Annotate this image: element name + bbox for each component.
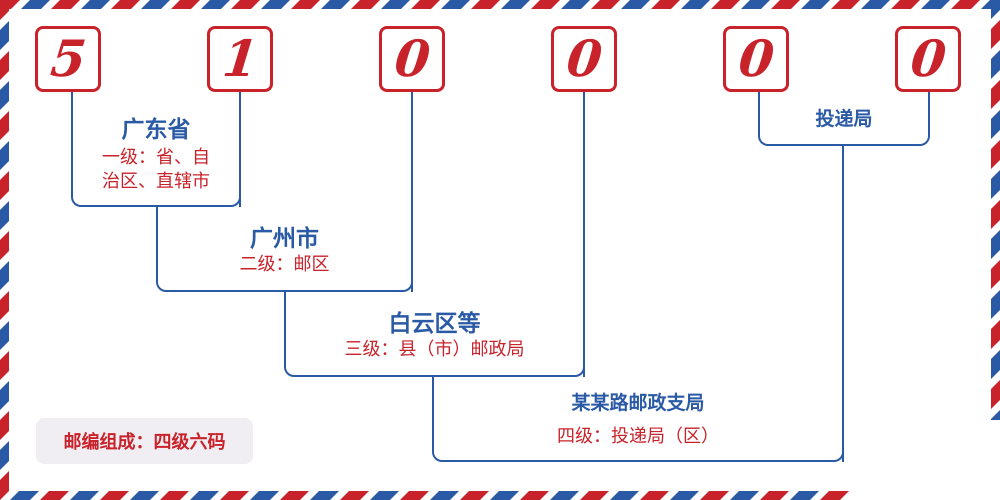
postcode-digit: 0 — [391, 29, 433, 88]
postcode-digit-box: 1 — [207, 26, 273, 92]
level-4-title: 某某路邮政支局 — [571, 392, 705, 414]
level-2-box: 广州市 二级：邮区 — [156, 207, 413, 292]
postcode-digit: 1 — [219, 29, 261, 88]
postcode-digit-box: 0 — [895, 26, 961, 92]
level-3-title: 白云区等 — [388, 310, 481, 337]
level-4-desc: 四级：投递局（区） — [557, 426, 719, 447]
postcode-digit-box: 0 — [379, 26, 445, 92]
level-1-desc-line1: 一级：省、自 — [102, 147, 210, 168]
legend-label: 邮编组成：四级六码 — [36, 418, 253, 464]
postcode-digit-box: 0 — [723, 26, 789, 92]
connector-line — [583, 92, 585, 377]
level-1-title: 广东省 — [121, 116, 191, 143]
level-3-desc: 三级：县（市）邮政局 — [344, 339, 525, 360]
postcode-digit: 0 — [907, 29, 949, 88]
level-1-desc: 一级：省、自 治区、直辖市 — [73, 146, 239, 194]
level-4-box: 某某路邮政支局 四级：投递局（区） — [432, 377, 844, 462]
postcode-digit-box: 5 — [35, 26, 101, 92]
postcode-digit-box: 0 — [551, 26, 617, 92]
connector-line — [411, 92, 413, 292]
postcode-digit: 5 — [47, 29, 89, 88]
level-2-title: 广州市 — [250, 225, 319, 252]
level-1-desc-line2: 治区、直辖市 — [102, 171, 210, 192]
postcode-digit: 0 — [735, 29, 777, 88]
level-3-box: 白云区等 三级：县（市）邮政局 — [284, 292, 585, 377]
level-2-desc: 二级：邮区 — [239, 254, 330, 275]
delivery-box: 投递局 — [758, 92, 930, 146]
postcode-digit: 0 — [563, 29, 605, 88]
connector-line — [842, 146, 844, 462]
delivery-title: 投递局 — [815, 108, 873, 130]
level-1-box: 广东省 一级：省、自 治区、直辖市 — [71, 92, 241, 207]
